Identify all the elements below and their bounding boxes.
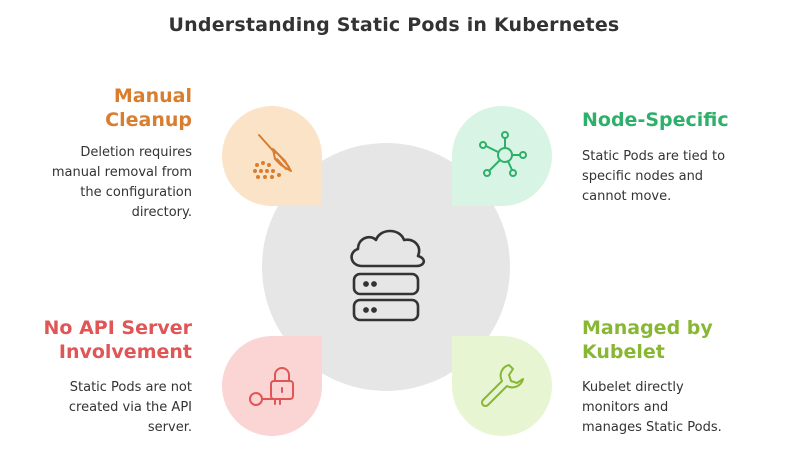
desc-line: specific nodes and bbox=[582, 169, 704, 184]
desc-line: manual removal from bbox=[51, 165, 192, 180]
manual-cleanup-heading: Manual Cleanup bbox=[40, 84, 192, 132]
lock-key-icon bbox=[249, 367, 294, 406]
network-node-icon bbox=[479, 131, 527, 177]
desc-line: the configuration bbox=[80, 185, 192, 200]
desc-line: created via the API bbox=[68, 400, 192, 415]
node-specific-heading: Node-Specific bbox=[582, 108, 772, 132]
no-api-heading: No API Server Involvement bbox=[20, 316, 192, 364]
node-specific-description: Static Pods are tied to specific nodes a… bbox=[582, 147, 772, 207]
no-api-description: Static Pods are not created via the API … bbox=[20, 378, 192, 438]
cloud-server-icon bbox=[350, 229, 426, 322]
desc-line: Deletion requires bbox=[80, 145, 192, 160]
manual-cleanup-description: Deletion requires manual removal from th… bbox=[20, 143, 192, 223]
broom-icon bbox=[253, 134, 292, 179]
diagram-title: Understanding Static Pods in Kubernetes bbox=[168, 14, 620, 36]
heading-line: Kubelet bbox=[582, 341, 665, 363]
desc-line: Static Pods are tied to bbox=[582, 149, 726, 164]
kubelet-description: Kubelet directly monitors and manages St… bbox=[582, 378, 772, 438]
kubelet-heading: Managed by Kubelet bbox=[582, 316, 772, 364]
heading-line: No API Server bbox=[43, 317, 192, 339]
heading-line: Manual bbox=[113, 85, 192, 107]
desc-line: Static Pods are not bbox=[69, 380, 192, 395]
desc-line: monitors and bbox=[582, 400, 669, 415]
kubelet-petal bbox=[452, 336, 552, 436]
heading-line: Involvement bbox=[58, 341, 192, 363]
desc-line: directory. bbox=[131, 205, 192, 220]
no-api-petal bbox=[222, 336, 322, 436]
heading-line: Managed by bbox=[582, 317, 713, 339]
manual-cleanup-petal bbox=[222, 106, 322, 206]
heading-line: Node-Specific bbox=[582, 109, 729, 131]
heading-line: Cleanup bbox=[105, 109, 192, 131]
node-specific-petal bbox=[452, 106, 552, 206]
desc-line: Kubelet directly bbox=[582, 380, 684, 395]
desc-line: cannot move. bbox=[582, 189, 672, 204]
desc-line: manages Static Pods. bbox=[582, 420, 722, 435]
wrench-icon bbox=[480, 364, 524, 408]
desc-line: server. bbox=[147, 420, 192, 435]
